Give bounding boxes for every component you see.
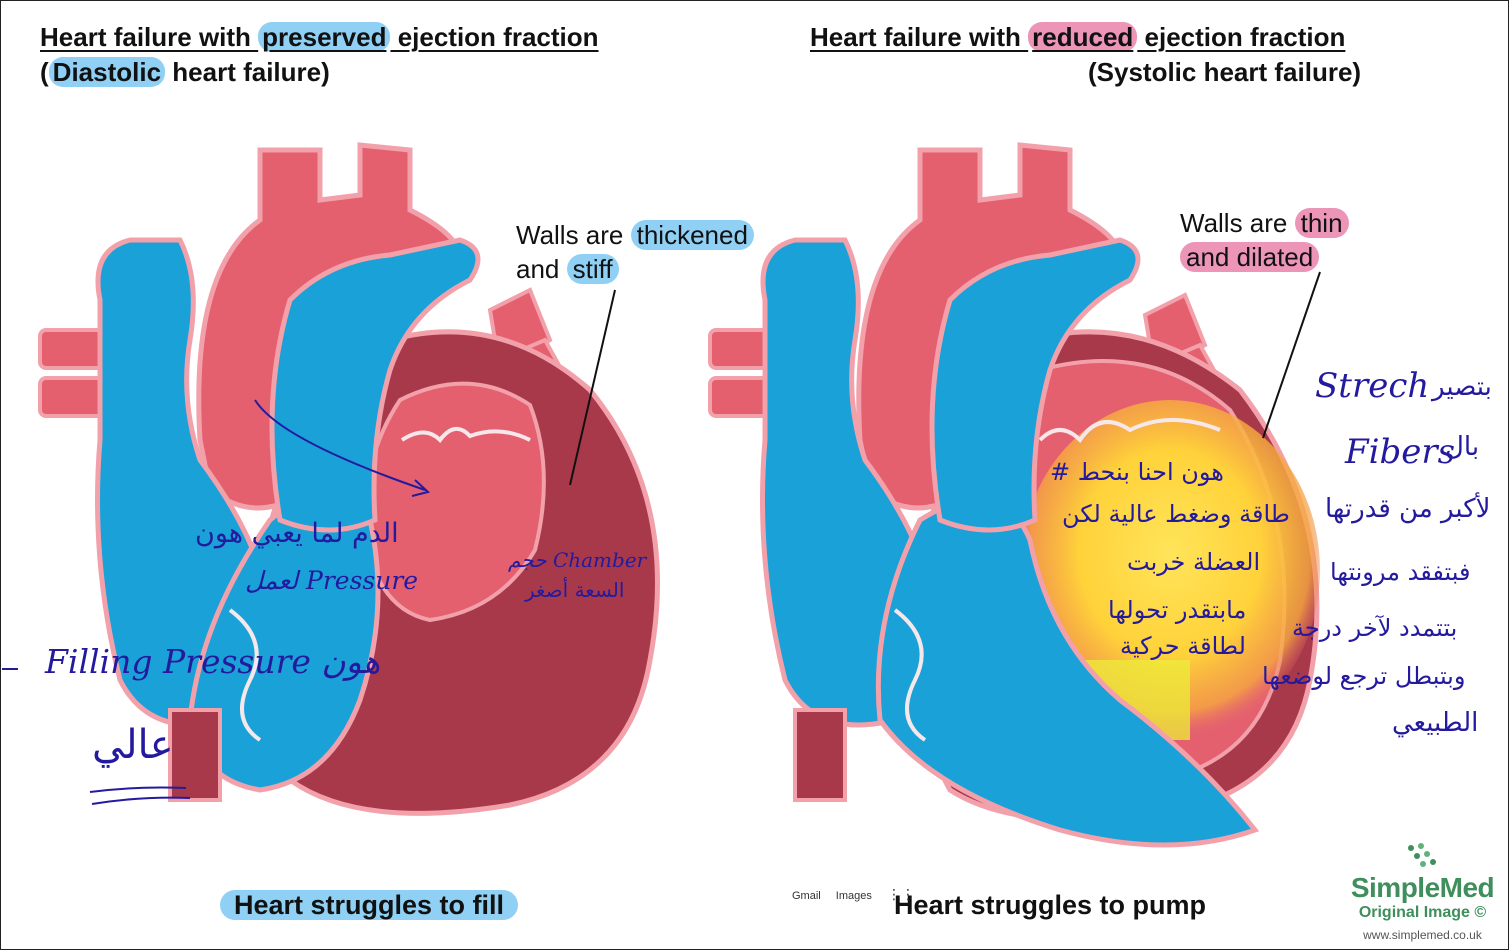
left-walls-text-1: Walls are <box>516 220 631 250</box>
right-title: Heart failure with reduced ejection frac… <box>810 22 1345 53</box>
right-walls-highlight-1: thin <box>1295 208 1349 238</box>
right-ink-side-7: الطبيعي <box>1392 708 1478 738</box>
left-edge-ink-mark <box>2 668 18 670</box>
right-ink-side-5: بتتمدد لآخر درجة <box>1292 614 1457 642</box>
left-ink-note-2: لعمل Pressure <box>245 566 418 595</box>
right-walls-text-1: Walls are <box>1180 208 1295 238</box>
right-subtitle: (Systolic heart failure) <box>1088 57 1361 88</box>
right-title-text: Heart failure with <box>810 22 1028 52</box>
left-ink-underline <box>86 782 196 812</box>
right-walls-pointer <box>1263 272 1320 438</box>
right-caption: Heart struggles to pump <box>894 890 1206 921</box>
left-title-text-end: ejection fraction <box>390 22 598 52</box>
right-title-highlight: reduced <box>1028 22 1137 52</box>
left-ink-chamber: حجم Chamber <box>508 548 646 572</box>
brand-name: SimpleMed <box>1345 872 1500 904</box>
brand-url: www.simplemed.co.uk <box>1345 928 1500 942</box>
right-walls-label: Walls are thin and dilated <box>1180 206 1349 274</box>
left-caption-text: Heart struggles to fill <box>220 890 518 920</box>
right-ink-fibers: Fibers <box>1345 432 1455 472</box>
left-walls-label: Walls are thickened and stiff <box>516 218 754 286</box>
right-ink-center-5: لطاقة حركية <box>1120 632 1246 660</box>
left-caption: Heart struggles to fill <box>220 890 518 921</box>
right-ink-center-3: العضلة خربت <box>1127 548 1260 576</box>
right-walls-highlight-2: and dilated <box>1180 242 1319 272</box>
simplemed-logo-icon <box>1403 842 1443 870</box>
right-ink-side-2: بال <box>1445 432 1479 462</box>
right-ink-strech: Strech <box>1315 366 1429 406</box>
left-ink-filling: Filling Pressure هون <box>45 642 380 681</box>
left-title-text: Heart failure with <box>40 22 258 52</box>
right-title-text-end: ejection fraction <box>1137 22 1345 52</box>
left-subtitle: (Diastolic heart failure) <box>40 57 330 88</box>
left-subtitle-text: heart failure) <box>165 57 330 87</box>
brand-subtitle: Original Image © <box>1345 904 1500 922</box>
left-walls-text-2: and <box>516 254 567 284</box>
right-ink-center-2: طاقة وضغط عالية لكن <box>1062 500 1290 528</box>
left-ink-chamber-2: السعة أصغر <box>525 578 624 602</box>
right-inferior-vena-cava <box>795 710 845 800</box>
right-ink-center-4: مابتقدر تحولها <box>1108 596 1246 624</box>
left-subtitle-open: ( <box>40 57 49 87</box>
simplemed-brand: SimpleMed Original Image © www.simplemed… <box>1345 842 1500 942</box>
left-walls-highlight-1: thickened <box>631 220 754 250</box>
left-subtitle-highlight: Diastolic <box>49 57 165 87</box>
grid-icon[interactable]: ⋮⋮ <box>887 886 915 902</box>
right-ink-center-1: هون احنا بنحط # <box>1050 458 1224 486</box>
left-walls-highlight-2: stiff <box>567 254 619 284</box>
right-ink-side-3: لأكبر من قدرتها <box>1325 494 1490 524</box>
right-ink-side-6: وبتبطل ترجع لوضعها <box>1262 662 1465 690</box>
right-ink-side-1: بتصير <box>1432 372 1492 402</box>
browser-toolbar-fragment: Gmail Images ⋮⋮ <box>792 886 927 903</box>
left-title-highlight: preserved <box>258 22 390 52</box>
left-ink-high: عالي <box>92 722 174 768</box>
images-link[interactable]: Images <box>836 890 872 902</box>
left-ink-note-1: الدم لما يعبي هون <box>195 518 399 549</box>
right-ink-side-4: فبتفقد مرونتها <box>1330 558 1470 586</box>
gmail-link[interactable]: Gmail <box>792 890 821 902</box>
left-title: Heart failure with preserved ejection fr… <box>40 22 599 53</box>
